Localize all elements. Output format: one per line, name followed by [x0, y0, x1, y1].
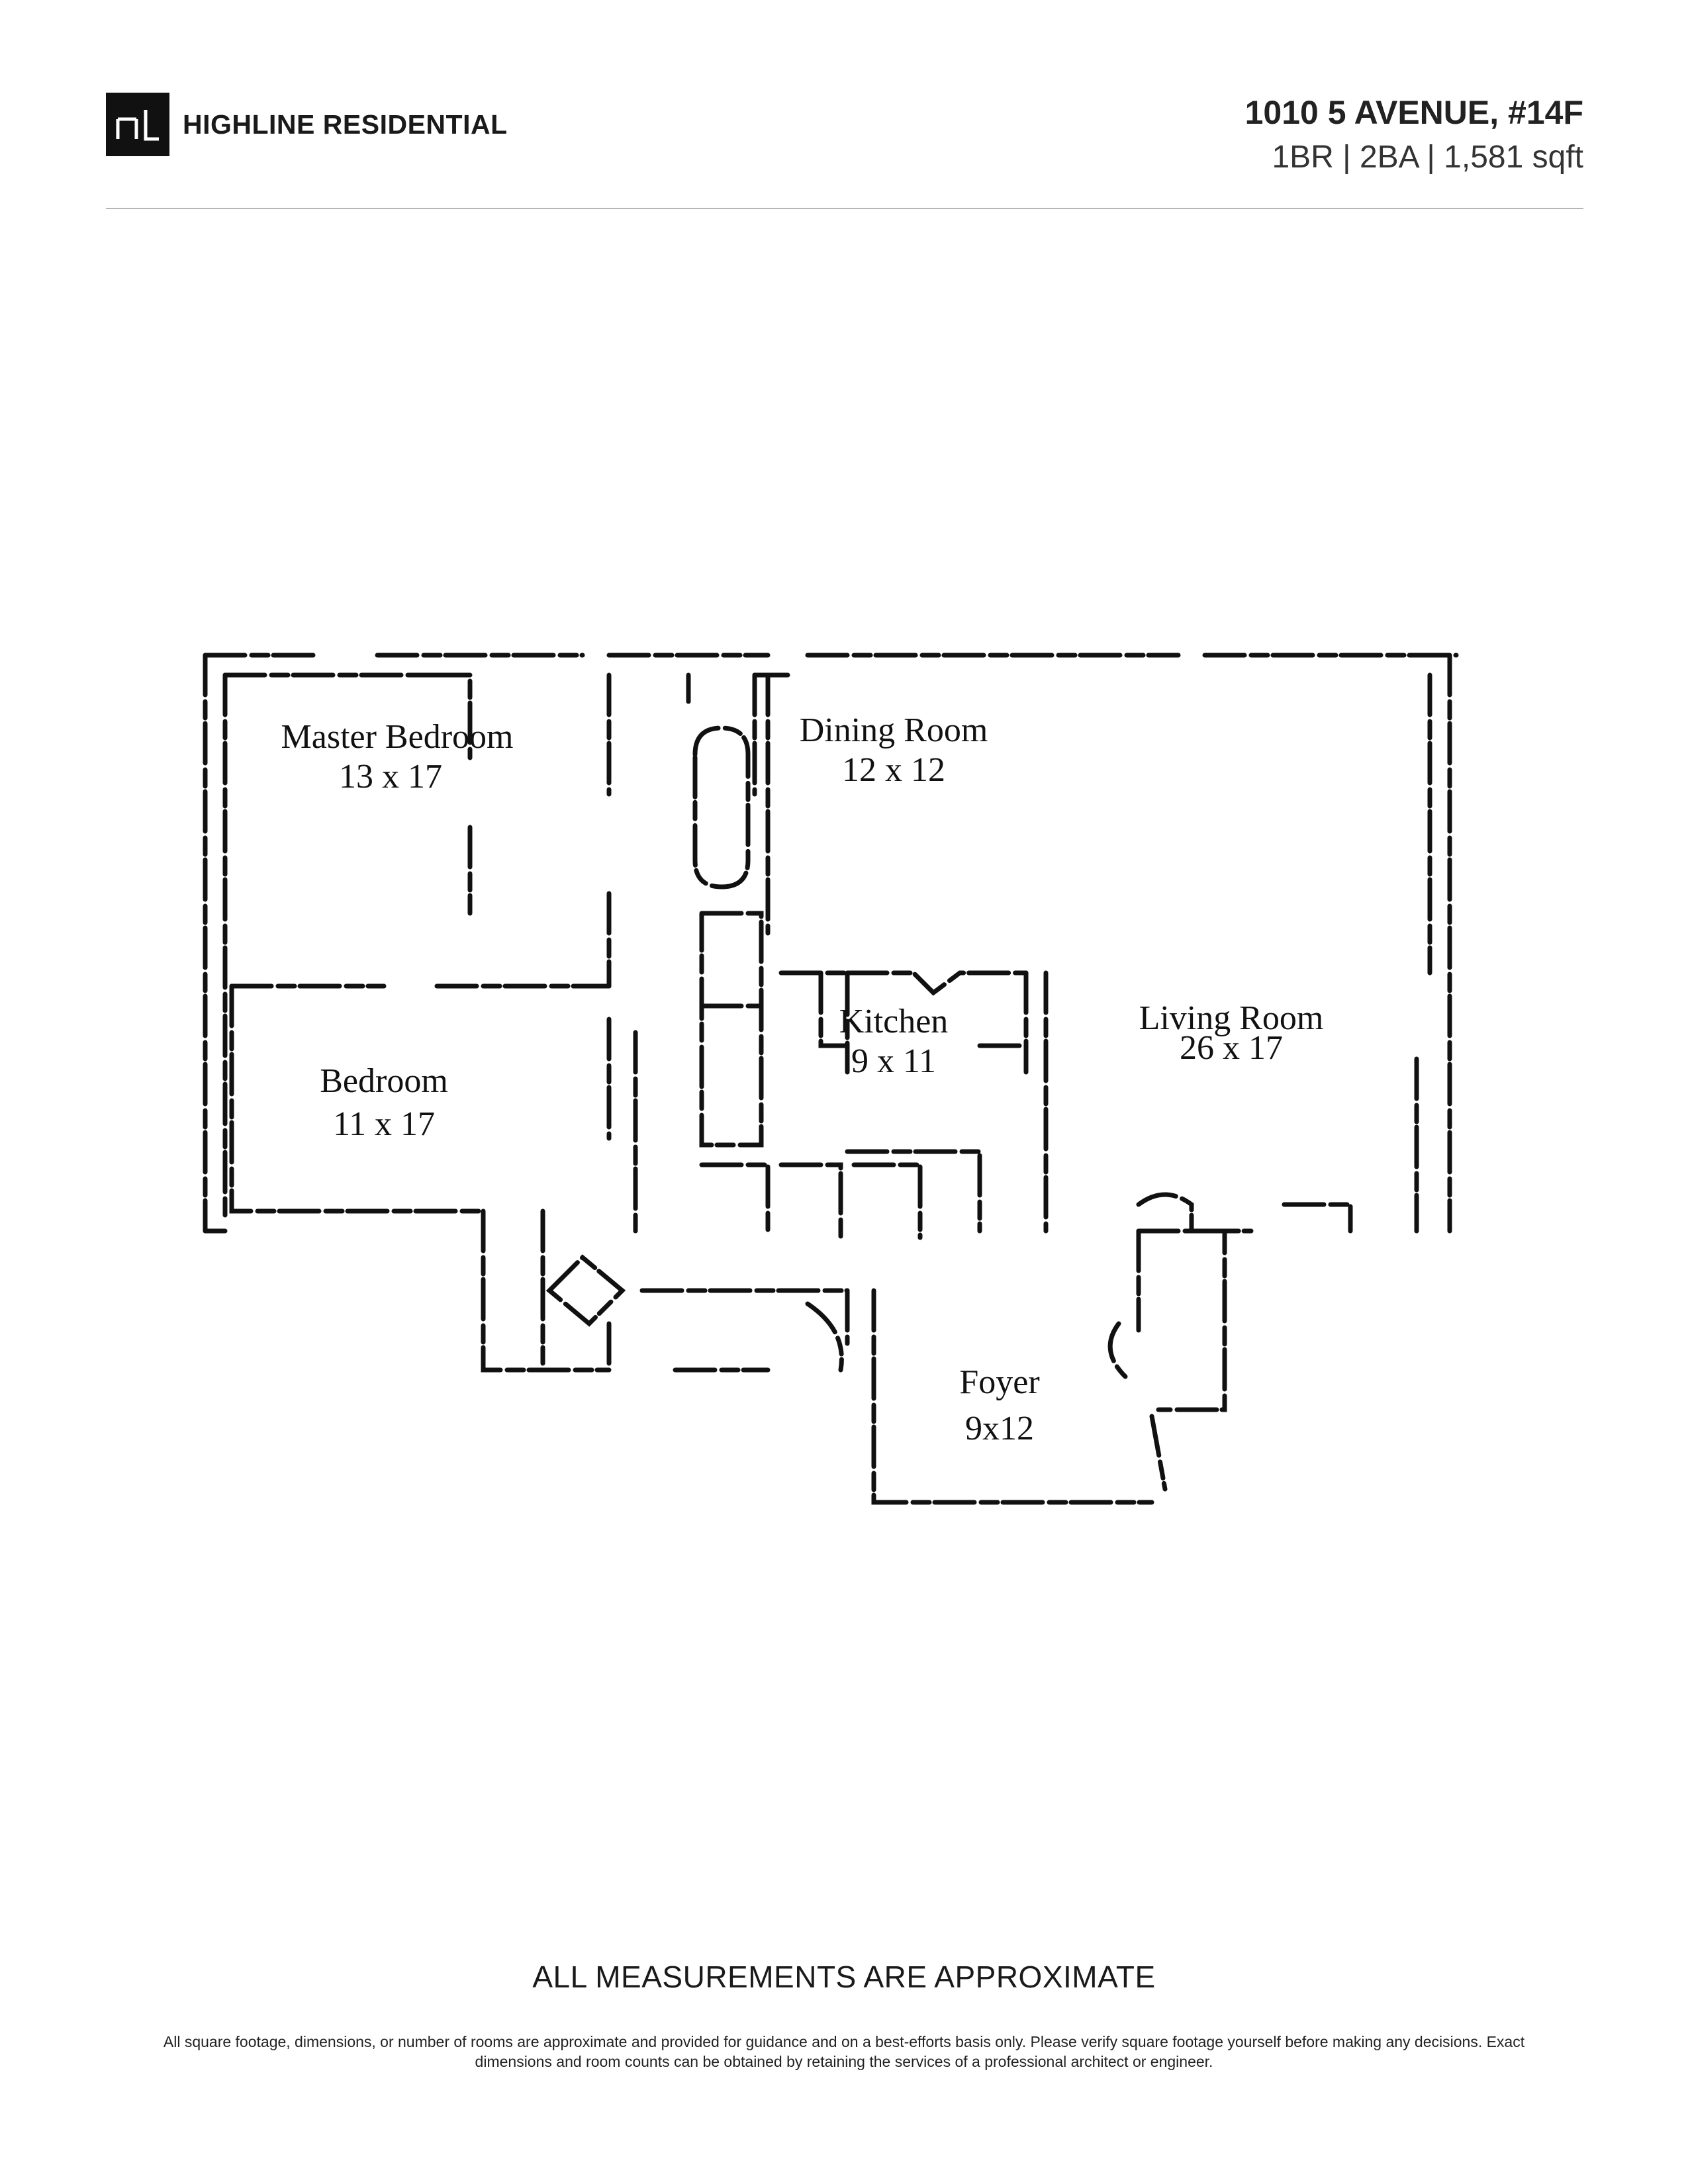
- room-name-dining-room: Dining Room: [800, 711, 988, 749]
- floor-plan: Master Bedroom 13 x 17 Dining Room 12 x …: [185, 635, 1509, 1535]
- hl-monogram-icon: [106, 93, 169, 156]
- room-name-bedroom: Bedroom: [320, 1062, 448, 1100]
- page-header: HIGHLINE RESIDENTIAL 1010 5 AVENUE, #14F…: [106, 93, 1583, 209]
- room-name-kitchen: Kitchen: [839, 1003, 949, 1040]
- listing-info: 1010 5 AVENUE, #14F 1BR | 2BA | 1,581 sq…: [1245, 93, 1583, 179]
- listing-specs: 1BR | 2BA | 1,581 sqft: [1272, 140, 1583, 175]
- room-name-master-bedroom: Master Bedroom: [281, 718, 514, 756]
- brand-name: HIGHLINE RESIDENTIAL: [183, 109, 508, 140]
- listing-address: 1010 5 AVENUE, #14F: [1244, 94, 1583, 131]
- header-divider: [106, 208, 1583, 209]
- room-size-foyer: 9x12: [965, 1410, 1034, 1447]
- room-name-foyer: Foyer: [959, 1363, 1039, 1401]
- approximate-notice: ALL MEASUREMENTS ARE APPROXIMATE: [532, 1960, 1156, 1994]
- room-size-dining-room: 12 x 12: [842, 751, 945, 789]
- room-size-kitchen: 9 x 11: [851, 1042, 936, 1080]
- room-size-bedroom: 11 x 17: [333, 1105, 435, 1143]
- floor-plan-drawing: Master Bedroom 13 x 17 Dining Room 12 x …: [203, 653, 1459, 1505]
- room-name-living-room: Living Room: [1139, 999, 1324, 1037]
- floor-plan-walls: [203, 653, 1459, 1505]
- room-size-master-bedroom: 13 x 17: [339, 758, 442, 796]
- room-size-living-room: 26 x 17: [1180, 1029, 1283, 1067]
- brand-logo: HIGHLINE RESIDENTIAL: [106, 93, 508, 156]
- disclaimer-text: All square footage, dimensions, or numbe…: [163, 2033, 1525, 2070]
